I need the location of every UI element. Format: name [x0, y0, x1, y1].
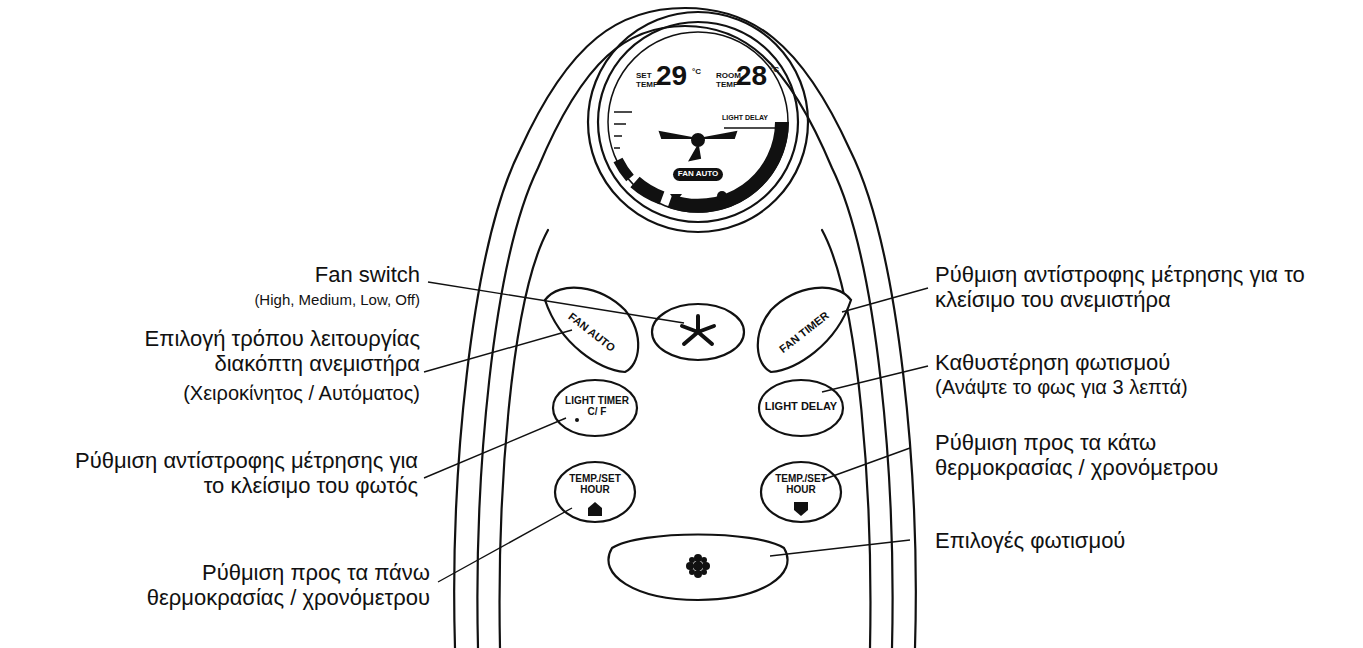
fan-asterisk-icon [682, 316, 714, 344]
lcd-segment [618, 160, 630, 178]
callout-text: Ρύθμιση προς τα πάνω θερμοκρασίας / χρον… [120, 560, 430, 611]
callout-text: Επιλογές φωτισμού [935, 528, 1265, 553]
button-text: LIGHT DELAY [765, 400, 837, 412]
button-text: LIGHT TIMER [565, 395, 629, 406]
light-button [608, 535, 787, 601]
button-label-area: TEMP./SETHOUR [768, 469, 834, 499]
lcd-text: LIGHT DELAY [722, 114, 782, 121]
button-text: TEMP./SET [569, 473, 621, 484]
fan-timer-button [758, 288, 851, 372]
button-label-area: LIGHT DELAY [761, 389, 842, 423]
callout-text: (High, Medium, Low, Off) [150, 291, 420, 308]
fan-auto-button [545, 288, 638, 372]
callout-text: Ρύθμιση αντίστροφης μέτρησης για το κλεί… [70, 448, 418, 499]
light-flower-icon [686, 554, 710, 578]
callout-text: Επιλογή τρόπου λειτουργίας διακόπτη ανεμ… [80, 326, 420, 377]
lcd-segment [635, 182, 662, 198]
display-ring [588, 12, 808, 232]
display-ring [598, 22, 798, 222]
button-text: HOUR [580, 484, 609, 495]
temp-down-button [761, 462, 841, 522]
arrow-icon [575, 418, 808, 516]
lcd-text: °C [692, 68, 708, 76]
lcd-text: °C [770, 66, 786, 74]
light-timer-button [553, 380, 637, 436]
fan-switch-button [652, 304, 744, 360]
button-text: C/ F [588, 406, 607, 417]
remote-side-line [500, 230, 548, 648]
leader-line [424, 282, 928, 582]
button-text: FAN AUTO [678, 170, 718, 179]
lcd-fan-symbol [670, 194, 682, 202]
callout-text: Ρύθμιση αντίστροφης μέτρησης για το κλεί… [935, 262, 1315, 313]
lcd-screen [608, 32, 788, 212]
temp-up-button [555, 462, 635, 522]
callout-text: (Ανάψτε το φως για 3 λεπτά) [935, 376, 1335, 399]
button-text: HOUR [786, 484, 815, 495]
callout-text: Ρύθμιση προς τα κάτω θερμοκρασίας / χρον… [935, 430, 1265, 481]
lcd-light-symbol [717, 191, 727, 201]
button-text: TEMP./SET [775, 473, 827, 484]
callout-text: Καθυστέρηση φωτισμού [935, 350, 1315, 375]
lcd-rule [724, 127, 780, 129]
callout-text: Fan switch [150, 262, 420, 287]
lcd-fan-icon [660, 132, 736, 160]
callout-text: (Χειροκίνητος / Αυτόματος) [80, 382, 420, 405]
remote-housing-inner [477, 26, 892, 648]
button-label-area: LIGHT TIMERC/ F [561, 389, 633, 423]
lcd-bar-scale [614, 112, 632, 148]
mode-badge: FAN AUTO [673, 168, 723, 181]
light-delay-button [759, 380, 843, 436]
button-label-area: TEMP./SETHOUR [562, 469, 628, 499]
remote-housing [454, 8, 915, 648]
lcd-text: 29 [656, 62, 696, 90]
